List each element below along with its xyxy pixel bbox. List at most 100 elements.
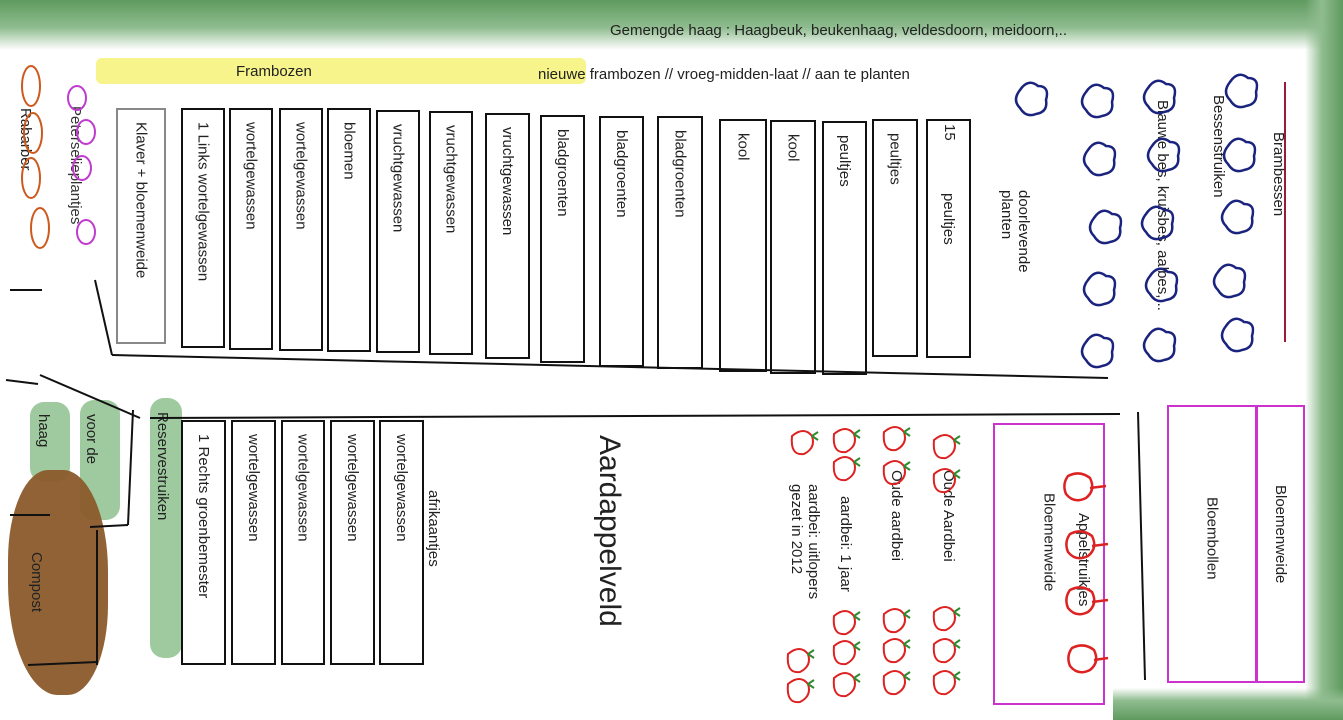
bed-top-15-number: 15	[941, 124, 958, 141]
berry-bushes-subtitle: Blauwe bes, kruisbes, aalbes,...	[1154, 100, 1171, 311]
strawberry-icon	[932, 434, 961, 460]
rhubarb-plant-icon	[21, 157, 41, 199]
berry-bush-icon	[1142, 79, 1177, 115]
bed-top-5: vruchtgewassen	[376, 110, 420, 353]
bed-top-1: 1 Links wortelgewassen	[181, 108, 225, 348]
strawberry-group	[786, 426, 961, 704]
strawberry-old-2: Oude aardbei	[888, 470, 905, 561]
raspberry-label: Frambozen	[236, 63, 312, 80]
strawberry-icon	[786, 648, 815, 674]
berry-bush-icon	[1220, 199, 1255, 235]
apple-shrub-icon	[1065, 586, 1109, 616]
berry-bush-icon	[1080, 333, 1115, 369]
compost-label: Compost	[28, 552, 45, 613]
strawberry-icon	[832, 428, 861, 454]
reserve-shrubs-label: Reservestruiken	[154, 412, 171, 521]
flower-meadow-1: Bloemenweide	[993, 423, 1105, 705]
marigold-label: afrikaantjes	[425, 490, 442, 567]
raspberry-row	[96, 58, 586, 84]
bed-top-13: peultjes	[822, 121, 867, 375]
bed-top-11: kool	[719, 119, 767, 372]
apple-shrub-icon	[1065, 530, 1109, 560]
strawberry-icon	[882, 670, 911, 696]
rhubarb-plant-icon	[23, 112, 43, 154]
strawberry-icon	[832, 456, 861, 482]
strawberry-icon	[932, 468, 961, 494]
parsley-plant-icon	[76, 119, 96, 145]
strawberry-icon	[932, 638, 961, 664]
bed-bottom-2: wortelgewassen	[231, 420, 276, 665]
strawberry-icon	[932, 606, 961, 632]
bed-top-3: wortelgewassen	[279, 108, 323, 351]
berry-bush-icon	[1088, 209, 1123, 245]
berry-bushes-group	[1014, 73, 1259, 369]
strawberry-1year: aardbei: 1 jaar	[837, 496, 854, 592]
berry-bush-icon	[1224, 73, 1259, 109]
potato-field-label: Aardappelveld	[593, 435, 626, 627]
apple-shrub-icon	[1063, 472, 1107, 502]
mixed-hedge-bottom	[1113, 688, 1343, 720]
bed-top-14: peultjes	[872, 119, 918, 357]
bed-top-6: vruchtgewassen	[429, 111, 473, 355]
raspberry-note: nieuwe frambozen // vroeg-midden-laat //…	[538, 66, 910, 83]
flower-bulbs-box: Bloembollen	[1167, 405, 1257, 683]
bed-top-8: bladgroenten	[540, 115, 585, 363]
berry-bushes-title: Bessenstruiken	[1210, 95, 1227, 198]
strawberry-icon	[786, 678, 815, 704]
strawberry-icon	[832, 640, 861, 666]
flower-meadow-2: Bloemenweide	[1256, 405, 1305, 683]
bed-bottom-4: wortelgewassen	[330, 420, 375, 665]
hedge-label: Gemengde haag : Haagbeuk, beukenhaag, ve…	[610, 22, 1067, 39]
apple-trees-group	[1063, 472, 1109, 674]
parsley-plant-icon	[67, 85, 87, 111]
rhubarb-label: Rabarber	[17, 108, 34, 171]
bed-bottom-5: wortelgewassen	[379, 420, 424, 665]
berry-bush-icon	[1146, 137, 1181, 173]
strawberry-icon	[832, 672, 861, 698]
strawberry-icon	[882, 460, 911, 486]
bed-top-15: peultjes	[926, 119, 971, 358]
berry-bush-icon	[1014, 81, 1049, 117]
for-the-label: voor de	[83, 414, 100, 465]
reserve-shrubs-area	[150, 398, 182, 658]
bed-top-10: bladgroenten	[657, 116, 703, 369]
parsley-plant-icon	[76, 219, 96, 245]
apple-trees-label: Appelstruikjes	[1075, 513, 1092, 607]
strawberry-icon	[832, 610, 861, 636]
berry-bush-icon	[1212, 263, 1247, 299]
compost-heap	[8, 470, 108, 695]
berry-bush-icon	[1140, 205, 1175, 241]
mixed-hedge-right	[1305, 0, 1343, 720]
strawberry-icon	[882, 426, 911, 452]
rhubarb-plant-icon	[21, 65, 41, 107]
strawberry-icon	[882, 608, 911, 634]
parsley-plant-icon	[72, 155, 92, 181]
berry-bush-icon	[1222, 137, 1257, 173]
bed-bottom-1: 1 Rechts groenbemester	[181, 420, 226, 665]
bed-bottom-3: wortelgewassen	[281, 420, 325, 665]
strawberry-icon	[882, 638, 911, 664]
strawberry-icon	[790, 430, 819, 456]
mixed-hedge-top	[0, 0, 1343, 50]
berry-bush-icon	[1142, 327, 1177, 363]
bed-clover: Klaver + bloemenweide	[116, 108, 166, 344]
strawberry-runners: aardbei: uitlopers gezet in 2012	[788, 484, 822, 600]
berry-bush-icon	[1082, 141, 1117, 177]
bed-top-7: vruchtgewassen	[485, 113, 530, 359]
perennials-label: doorlevende planten	[998, 190, 1032, 273]
bed-top-4: bloemen	[327, 108, 371, 352]
apple-shrub-icon	[1067, 644, 1109, 674]
bed-top-2: wortelgewassen	[229, 108, 273, 350]
berry-bush-icon	[1082, 271, 1117, 307]
bed-top-12: kool	[770, 120, 816, 374]
parsley-label: Peterselieplantjes	[67, 106, 84, 225]
blackberries-label: Brambessen	[1270, 132, 1287, 217]
rhubarb-plant-icon	[30, 207, 50, 249]
berry-bush-icon	[1220, 317, 1255, 353]
hedge-label-left: haag	[35, 414, 52, 448]
bed-top-9: bladgroenten	[599, 116, 644, 367]
strawberry-icon	[932, 670, 961, 696]
hedge-planting	[30, 402, 70, 482]
berry-bush-icon	[1080, 83, 1115, 119]
